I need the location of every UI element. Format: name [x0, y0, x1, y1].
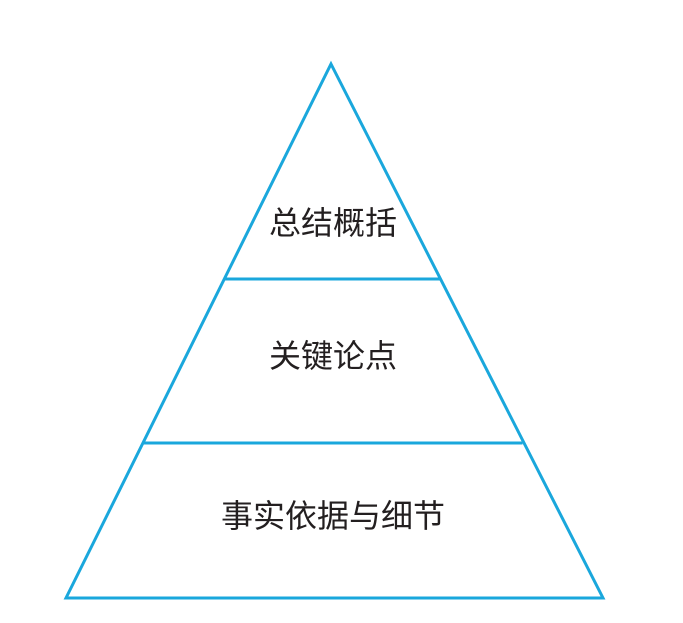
- tier-label-facts-details: 事实依据与细节: [221, 497, 445, 535]
- tier-label-summary: 总结概括: [269, 204, 397, 242]
- tier-label-key-points: 关键论点: [269, 337, 397, 375]
- pyramid-outline: [63, 60, 606, 600]
